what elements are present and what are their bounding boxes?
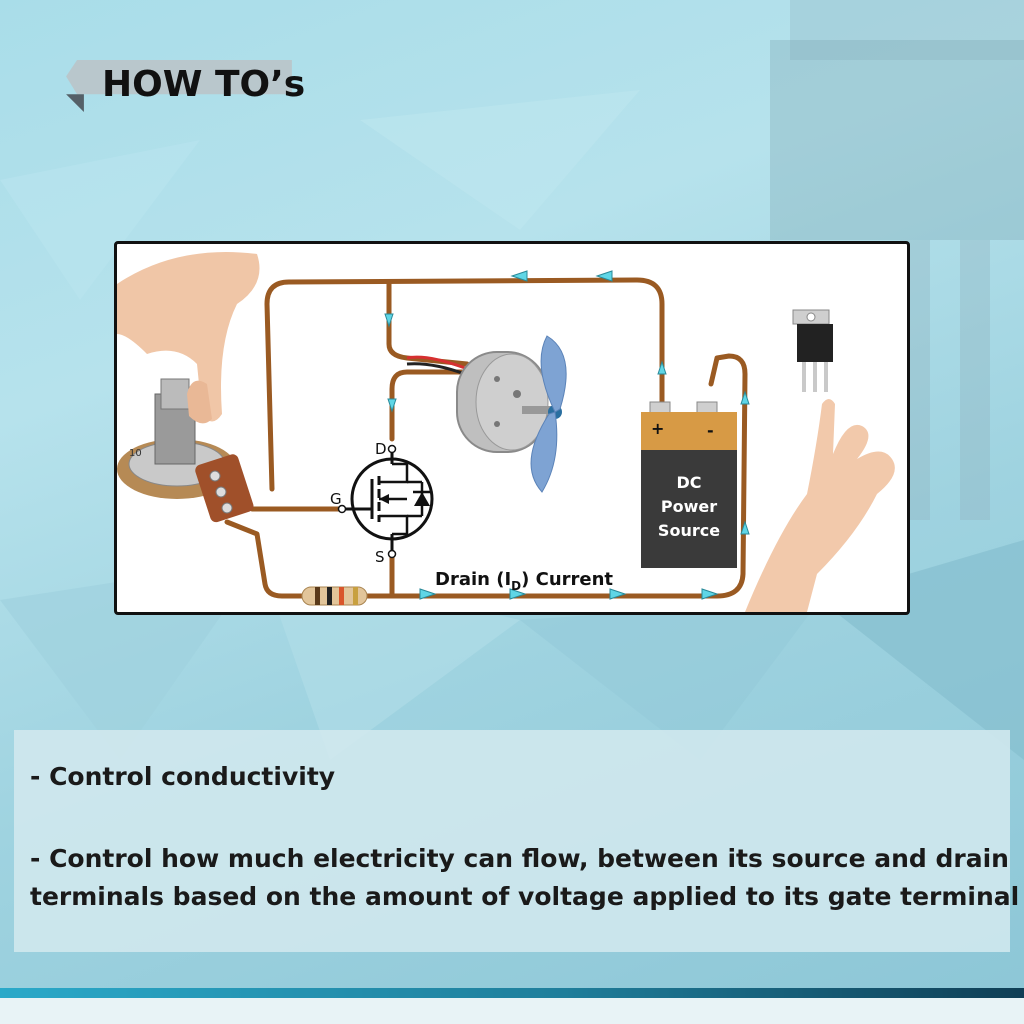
pot-marking: 10 [129,448,142,459]
circuit-diagram: 10 [114,241,910,615]
drain-current-label: Drain (ID) Current [435,569,613,593]
left-hand [117,252,260,424]
current-arrows [384,270,750,600]
note-control-conductivity: - Control conductivity [30,762,336,791]
transistor-component [792,309,833,392]
battery-minus-label: - [707,421,714,440]
battery-label-line3: Source [658,521,720,540]
dc-power-source: + - DC Power Source [641,401,737,568]
gate-label: G [330,490,342,508]
note-control-flow-line2: terminals based on the amount of voltage… [30,882,1020,911]
bottom-strip [0,998,1024,1024]
drain-label: D [375,440,387,458]
circuit-wires [224,277,748,599]
source-label: S [375,548,385,566]
drain-current-prefix: Drain (I [435,569,511,590]
drain-current-subscript: D [511,579,521,593]
resistor [301,586,368,606]
battery-plus-label: + [651,419,664,438]
potentiometer: 10 [117,378,254,523]
battery-label-line1: DC [676,473,701,492]
page-title: HOW TO’s [102,64,306,105]
header-banner [66,60,292,112]
drain-current-suffix: ) Current [521,569,613,590]
dc-motor [406,335,567,493]
mosfet-symbol: D G S [330,440,434,566]
notes-box [14,730,1010,952]
battery-label-line2: Power [661,497,717,516]
note-control-flow-line1: - Control how much electricity can flow,… [30,844,1009,873]
right-hand [745,399,895,612]
bottom-accent-bar [0,988,1024,998]
